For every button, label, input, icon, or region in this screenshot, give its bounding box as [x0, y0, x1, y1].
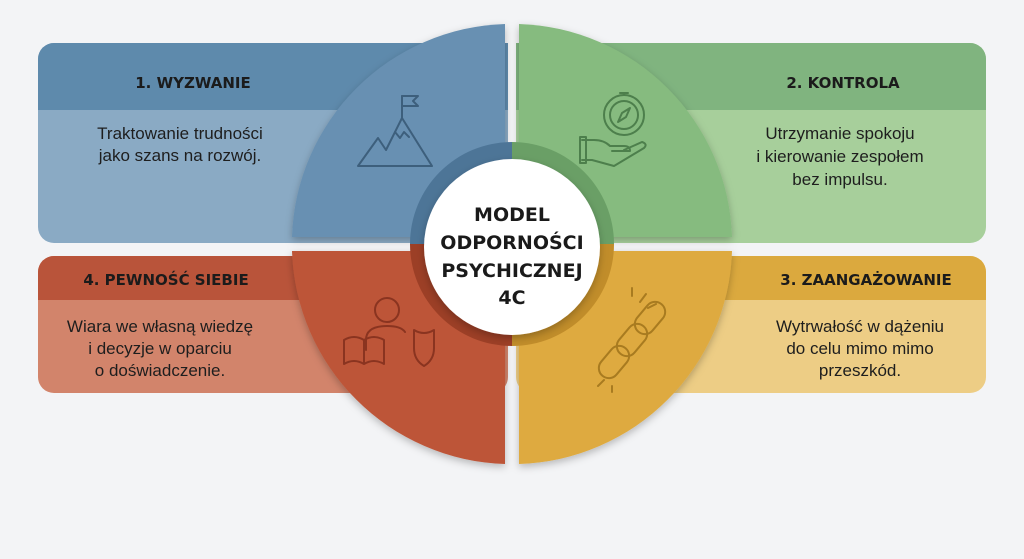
zaangazowanie-text: przeszkód.: [819, 361, 901, 380]
kontrola-text: bez impulsu.: [792, 170, 887, 189]
center-circle: [424, 159, 600, 335]
center-line: 4C: [498, 287, 525, 309]
center-line: MODEL: [474, 204, 550, 226]
zaangazowanie-title: 3. ZAANGAŻOWANIE: [780, 270, 951, 289]
zaangazowanie-text: do celu mimo mimo: [786, 339, 933, 358]
wyzwanie-text: jako szans na rozwój.: [98, 146, 262, 165]
zaangazowanie-text: Wytrwałość w dążeniu: [776, 317, 944, 336]
kontrola-text: i kierowanie zespołem: [756, 147, 923, 166]
center-title: MODEL ODPORNOŚCI PSYCHICZNEJ 4C: [440, 204, 583, 309]
pewnosc-title: 4. PEWNOŚĆ SIEBIE: [83, 270, 248, 289]
pewnosc-text: Wiara we własną wiedzę: [67, 317, 253, 336]
chain-icon: [597, 287, 667, 393]
pewnosc-text: o doświadczenie.: [95, 361, 225, 380]
kontrola-text: Utrzymanie spokoju: [765, 124, 914, 143]
person-book-shield-icon: [343, 297, 435, 367]
center-line: PSYCHICZNEJ: [441, 260, 582, 282]
hand-compass-icon: [579, 92, 647, 167]
wyzwanie-text: Traktowanie trudności: [97, 124, 263, 143]
wyzwanie-title: 1. WYZWANIE: [135, 74, 251, 92]
mountain-flag-icon: [357, 95, 433, 167]
kontrola-title: 2. KONTROLA: [786, 74, 900, 92]
center-line: ODPORNOŚCI: [440, 230, 583, 254]
pewnosc-text: i decyzje w oparciu: [88, 339, 232, 358]
